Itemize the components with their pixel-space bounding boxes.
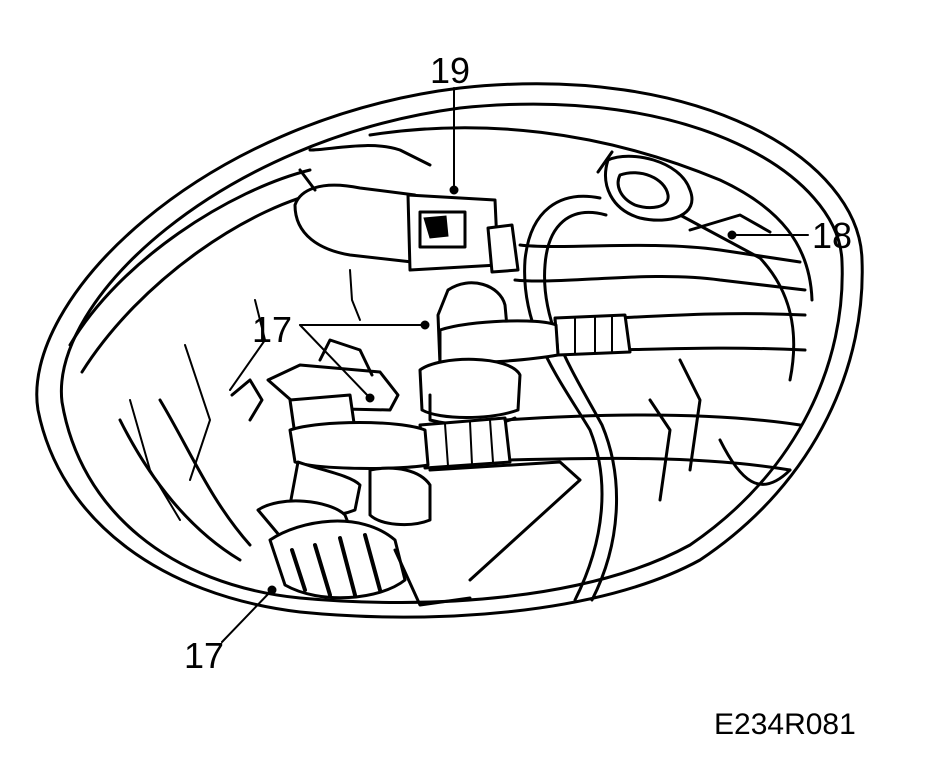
electrical-connector-19: [293, 144, 520, 274]
figure-id-label: E234R081: [714, 708, 856, 741]
fuel-hose-upper: [513, 243, 807, 357]
callout-17-top: 17: [252, 309, 292, 350]
callout-18: 18: [812, 215, 852, 256]
leader-lines: [221, 87, 809, 643]
elbow-fitting-middle: [418, 281, 560, 427]
electrical-connector-17-lower: [256, 460, 582, 607]
tank-opening-rim: [35, 82, 864, 619]
fuel-hose-lower: [418, 413, 802, 472]
electrical-connector-17-left: [230, 338, 432, 526]
callout-19: 19: [430, 50, 470, 91]
vent-pipe: [523, 194, 619, 602]
tank-interior-lines: [68, 126, 814, 562]
callout-17-bottom: 17: [184, 635, 224, 676]
hose-clip-18: [596, 150, 772, 234]
